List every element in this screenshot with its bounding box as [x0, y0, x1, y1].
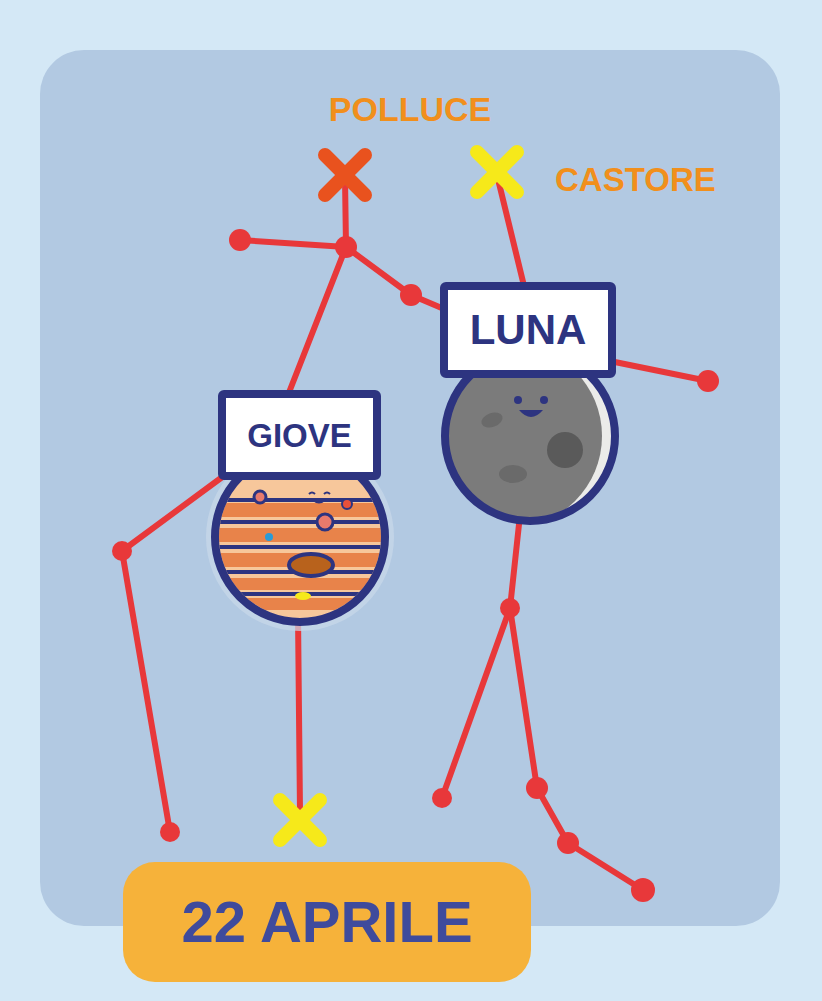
name-tag: GIOVE: [218, 390, 381, 480]
star-dots: [112, 229, 719, 902]
body-name: LUNA: [470, 309, 587, 351]
sky-panel: [40, 50, 780, 926]
star-name: CASTORE: [555, 163, 716, 196]
constellation-lines: [122, 175, 708, 890]
body-name: GIOVE: [247, 419, 352, 452]
star-name: POLLUCE: [329, 92, 491, 126]
date-text: 22 APRILE: [181, 893, 472, 951]
date-badge: 22 APRILE: [123, 862, 531, 982]
name-tag: LUNA: [440, 282, 616, 378]
